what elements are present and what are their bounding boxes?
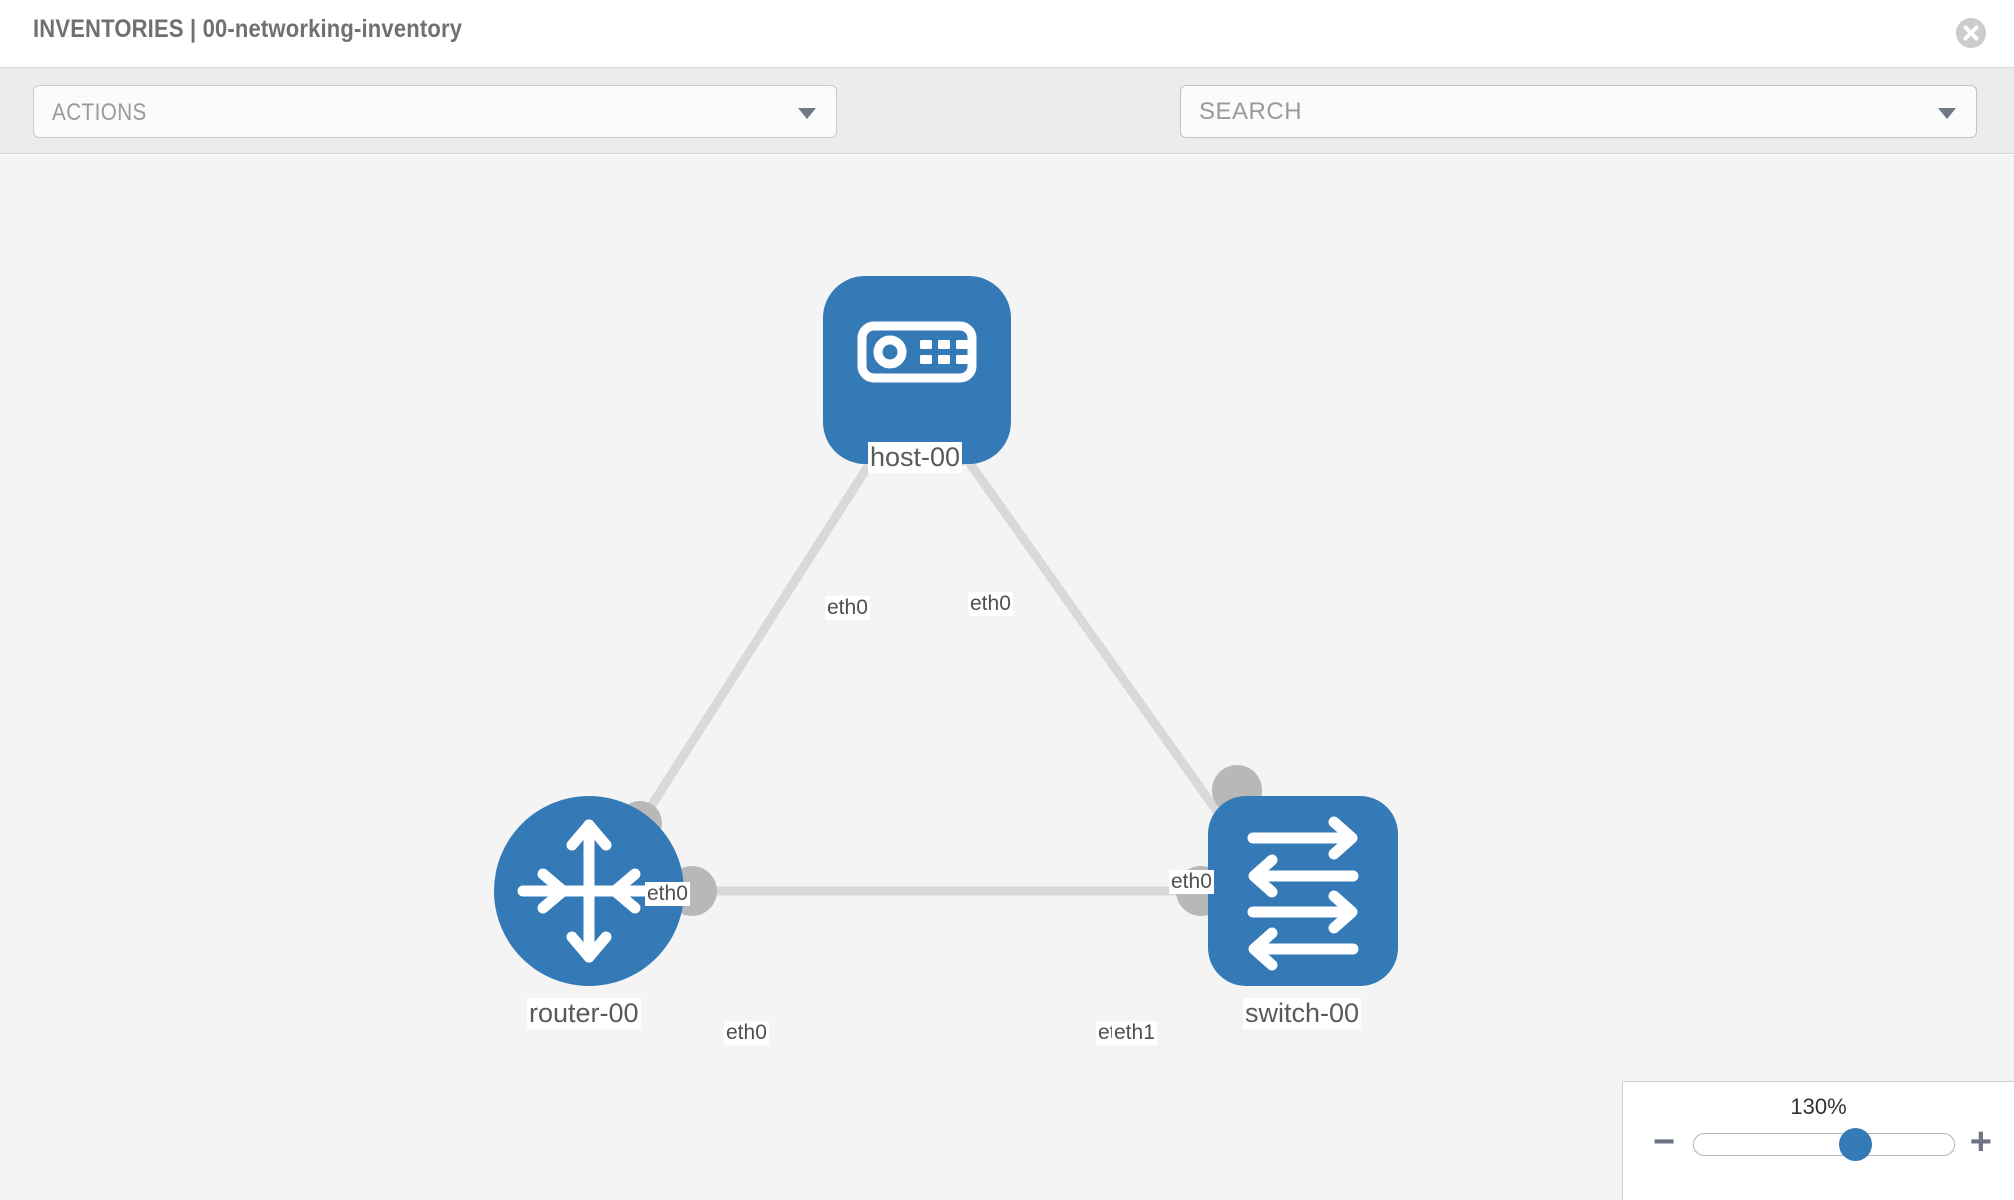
node-label-switch-00: switch-00	[1243, 998, 1362, 1029]
topology-graph	[494, 276, 1398, 986]
iface-label-switch00-eth1-left: eth1	[1112, 1021, 1157, 1045]
zoom-slider-track[interactable]	[1693, 1128, 1955, 1161]
chevron-down-icon	[798, 108, 816, 119]
server-icon	[857, 321, 977, 383]
zoom-out-button[interactable]: −	[1653, 1121, 1676, 1163]
iface-label-router00-eth0-right: eth0	[724, 1021, 769, 1045]
zoom-slider-thumb[interactable]	[1838, 1128, 1872, 1161]
node-label-host-00: host-00	[868, 442, 963, 473]
link-host00-switch00	[940, 424, 1252, 858]
switch-arrows-icon	[1247, 816, 1359, 971]
chevron-down-icon[interactable]	[1938, 108, 1956, 119]
search-box[interactable]	[1180, 85, 1977, 138]
search-input[interactable]	[1197, 86, 1897, 137]
node-label-router-00: router-00	[527, 998, 641, 1029]
actions-dropdown[interactable]: ACTIONS	[33, 85, 837, 138]
zoom-control-panel: 130% − +	[1622, 1081, 2014, 1200]
link-edges	[616, 424, 1252, 896]
node-host-00[interactable]	[823, 276, 1011, 464]
link-host00-router00	[616, 424, 897, 858]
router-arrows-icon	[517, 819, 661, 963]
iface-label-switch00-eth0-up: eth0	[1169, 870, 1214, 894]
page-header: INVENTORIES | 00-networking-inventory	[0, 0, 2014, 68]
zoom-level-value: 130%	[1790, 1094, 1847, 1119]
node-router-00[interactable]	[494, 796, 684, 986]
node-switch-00[interactable]	[1208, 796, 1398, 986]
page-title: INVENTORIES | 00-networking-inventory	[33, 15, 463, 43]
topology-canvas[interactable]: eth0 eth0 eth0 eth0 eth0 eth0 eth1 host-…	[0, 155, 2014, 1200]
actions-dropdown-label: ACTIONS	[52, 99, 147, 126]
toolbar: ACTIONS	[0, 68, 2014, 193]
interface-connectors	[618, 420, 1262, 916]
iface-label-router00-eth0-up: eth0	[645, 882, 690, 906]
iface-label-host00-eth0-right: eth0	[968, 592, 1013, 616]
zoom-in-button[interactable]: +	[1969, 1121, 1992, 1163]
close-icon[interactable]	[1955, 17, 1987, 49]
iface-label-host00-eth0-left: eth0	[825, 596, 870, 620]
